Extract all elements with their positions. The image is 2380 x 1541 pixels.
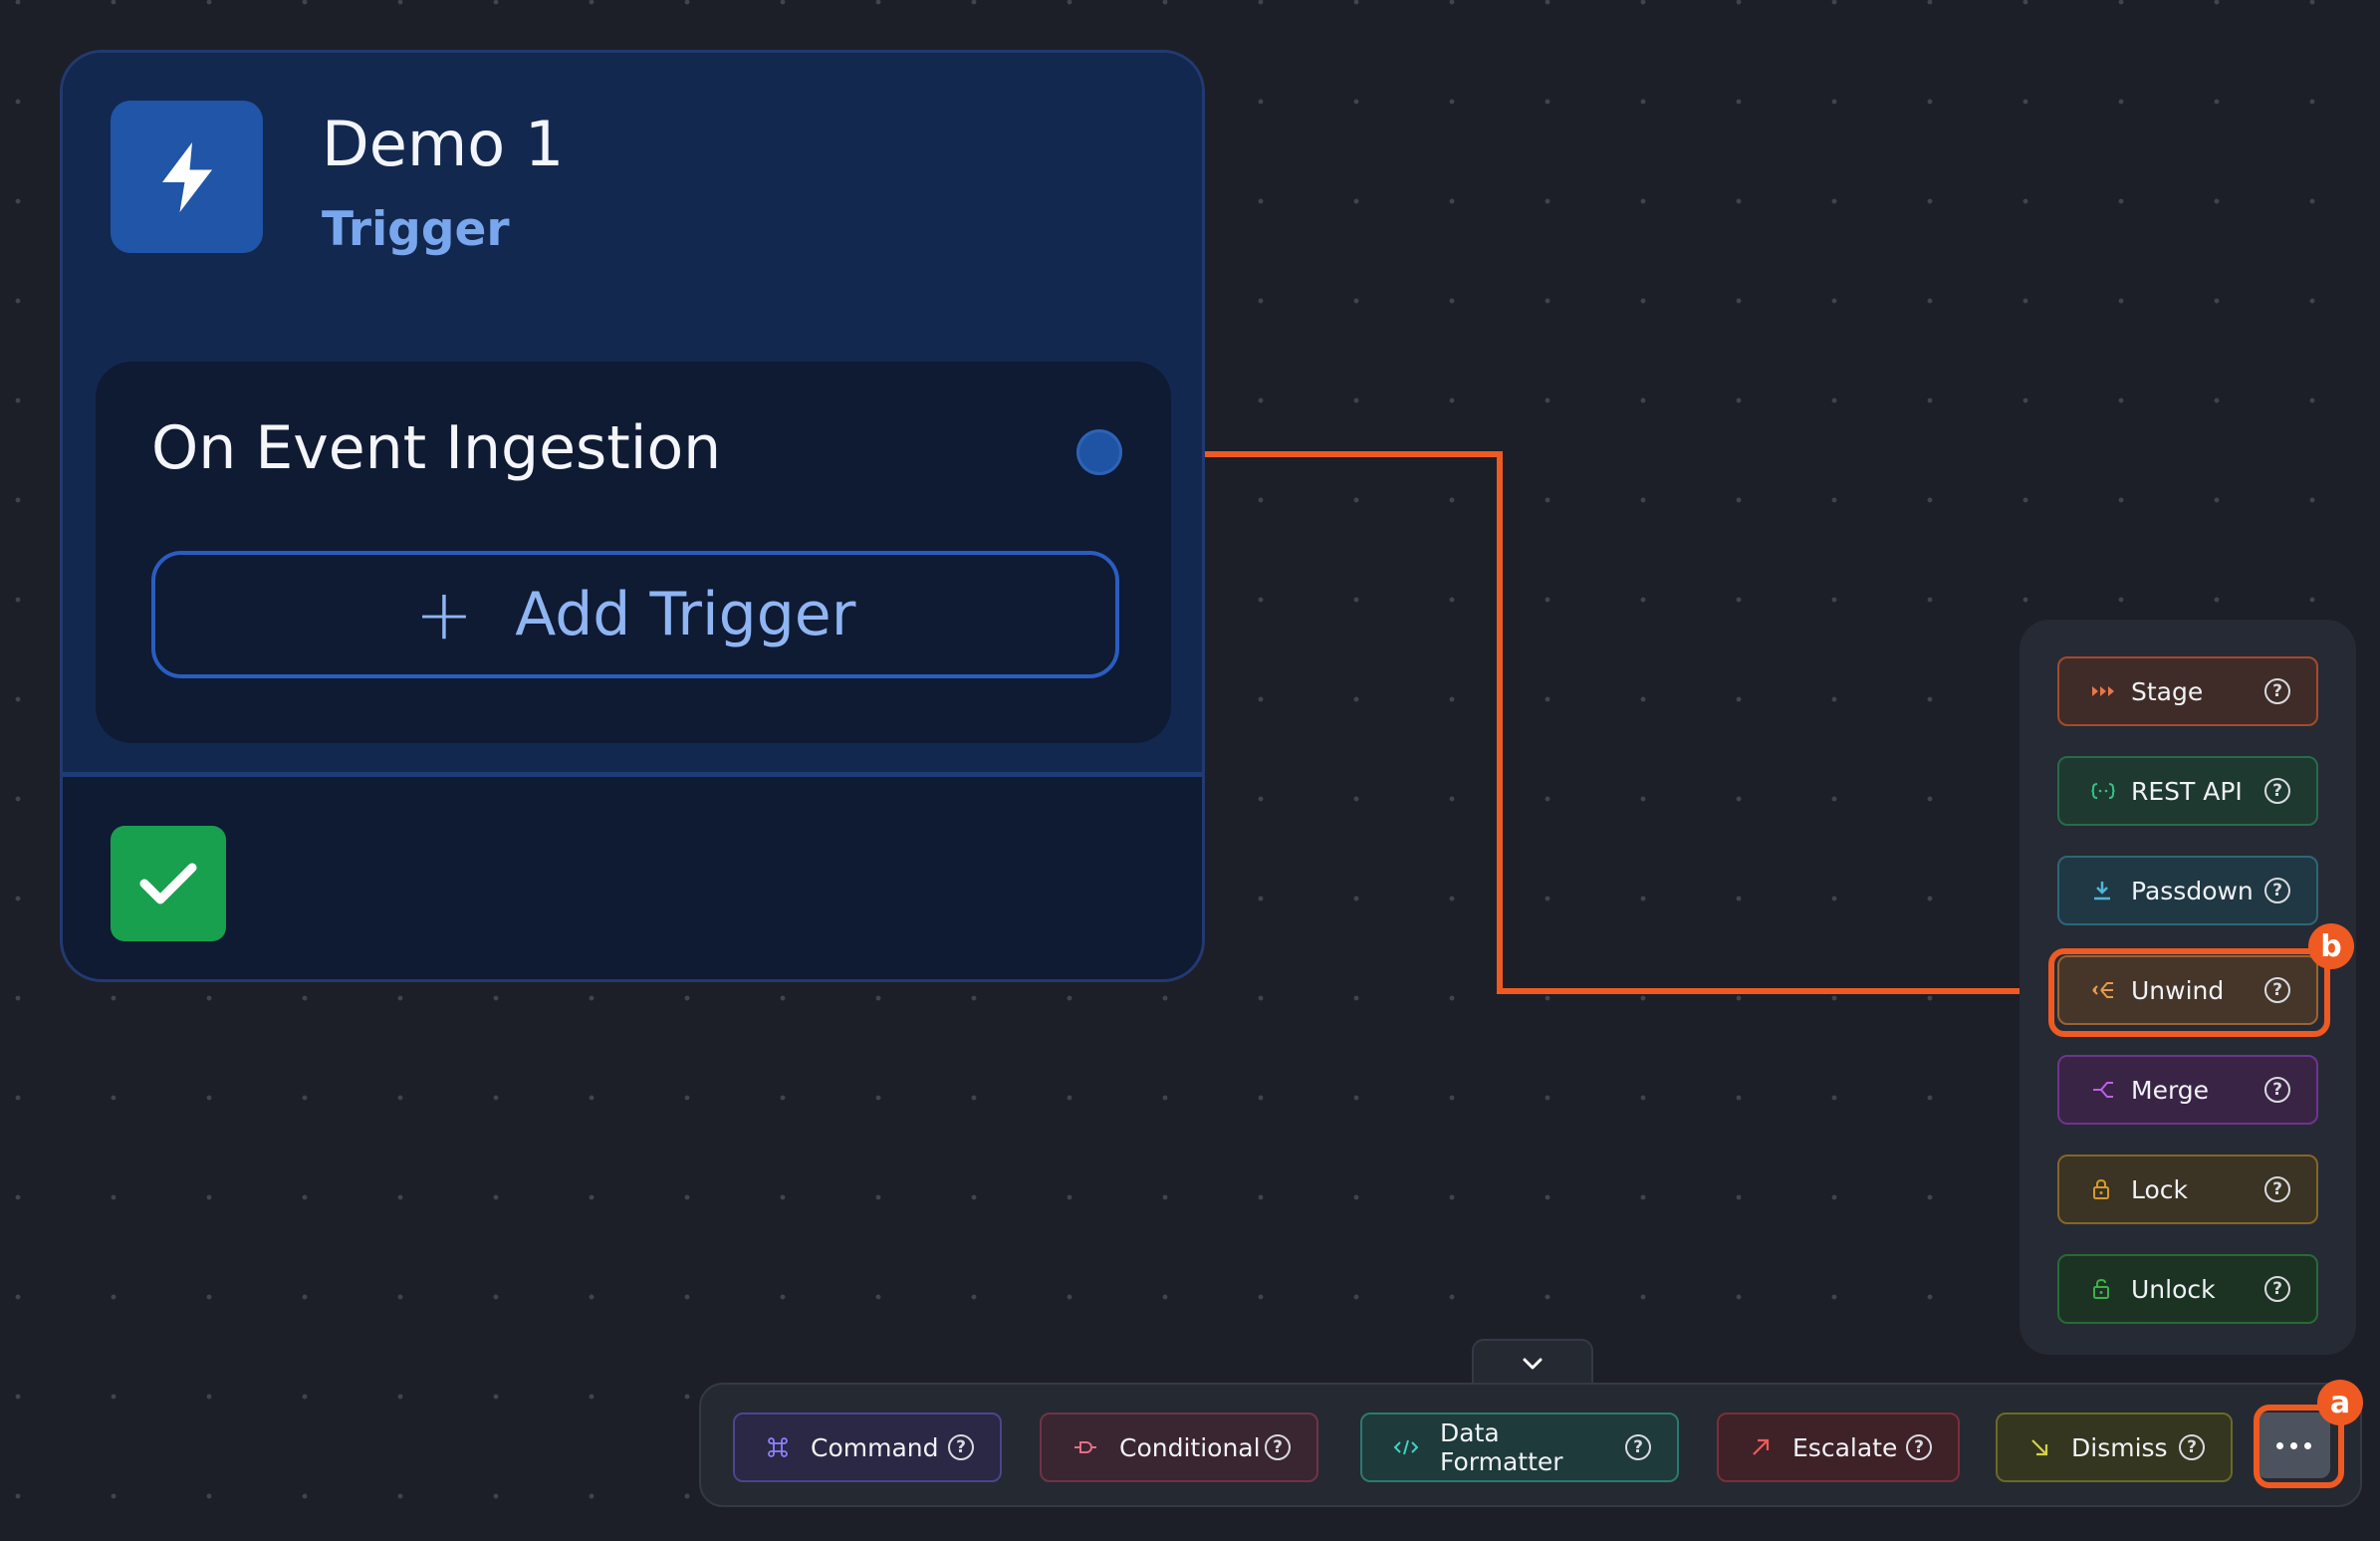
rest-api-button[interactable]: REST API ?: [2057, 756, 2318, 826]
node-title: Demo 1: [322, 108, 565, 180]
lock-icon: [2091, 1178, 2131, 1200]
help-icon[interactable]: ?: [2264, 878, 2290, 903]
merge-button[interactable]: Merge ?: [2057, 1055, 2318, 1125]
add-trigger-button[interactable]: + Add Trigger: [151, 551, 1119, 678]
node-palette-panel: Stage ? REST API ? Passdown ? Unwind ? M…: [2020, 620, 2356, 1355]
annotation-marker-b: b: [2308, 923, 2354, 969]
command-icon: [767, 1436, 789, 1458]
unwind-icon: [2091, 980, 2131, 1000]
data-formatter-button[interactable]: Data Formatter ?: [1360, 1413, 1679, 1482]
more-button-highlight: [2254, 1405, 2344, 1488]
trigger-panel: On Event Ingestion + Add Trigger: [96, 362, 1171, 743]
unlock-label: Unlock: [2131, 1274, 2216, 1304]
unwind-button[interactable]: Unwind ?: [2057, 955, 2318, 1025]
merge-icon: [2091, 1080, 2131, 1100]
trigger-event-label: On Event Ingestion: [151, 413, 722, 483]
arrow-down-right-icon: [2029, 1437, 2049, 1457]
output-port-handle[interactable]: [1076, 429, 1122, 475]
lightning-bolt-icon: [111, 101, 263, 253]
stage-button[interactable]: Stage ?: [2057, 656, 2318, 726]
unlock-icon: [2091, 1278, 2131, 1300]
unwind-highlight: [2048, 948, 2330, 1037]
help-icon[interactable]: ?: [2179, 1434, 2205, 1460]
unlock-button[interactable]: Unlock ?: [2057, 1254, 2318, 1324]
checkmark-icon: [111, 826, 226, 941]
command-label: Command: [811, 1432, 939, 1462]
stage-icon: [2091, 684, 2131, 698]
add-trigger-label: Add Trigger: [515, 580, 856, 649]
help-icon[interactable]: ?: [948, 1434, 974, 1460]
conditional-icon: [1073, 1439, 1097, 1455]
help-icon[interactable]: ?: [1265, 1434, 1291, 1460]
annotation-marker-a: a: [2317, 1380, 2363, 1425]
help-icon[interactable]: ?: [2264, 1176, 2290, 1202]
merge-label: Merge: [2131, 1075, 2210, 1105]
unwind-label: Unwind: [2131, 975, 2225, 1005]
conditional-label: Conditional: [1119, 1432, 1261, 1462]
rest-api-label: REST API: [2131, 776, 2243, 806]
download-icon: [2091, 880, 2131, 901]
chevron-down-icon: [1523, 1358, 1543, 1370]
dismiss-label: Dismiss: [2071, 1432, 2168, 1462]
lock-button[interactable]: Lock ?: [2057, 1155, 2318, 1224]
help-icon[interactable]: ?: [2264, 1077, 2290, 1103]
code-icon: [1394, 1438, 1418, 1456]
help-icon[interactable]: ?: [2264, 778, 2290, 804]
ellipsis-icon[interactable]: [2257, 1413, 2330, 1478]
help-icon[interactable]: ?: [2264, 678, 2290, 704]
rest-api-icon: [2091, 783, 2131, 799]
command-button[interactable]: Command ?: [733, 1413, 1002, 1482]
help-icon[interactable]: ?: [1625, 1434, 1651, 1460]
help-icon[interactable]: ?: [2264, 977, 2290, 1003]
stage-label: Stage: [2131, 676, 2204, 706]
bottom-toolbar: Command ? Conditional ? Data Formatter ?…: [699, 1383, 2362, 1507]
node-divider: [63, 772, 1202, 777]
plus-icon: +: [414, 574, 474, 655]
dismiss-button[interactable]: Dismiss ?: [1996, 1413, 2233, 1482]
data-formatter-label: Data Formatter: [1440, 1418, 1563, 1476]
help-icon[interactable]: ?: [2264, 1276, 2290, 1302]
passdown-label: Passdown: [2131, 876, 2254, 905]
lock-label: Lock: [2131, 1174, 2189, 1204]
passdown-button[interactable]: Passdown ?: [2057, 856, 2318, 925]
toolbar-collapse-button[interactable]: [1472, 1339, 1593, 1387]
node-type-label: Trigger: [322, 202, 510, 257]
arrow-up-right-icon: [1751, 1437, 1771, 1457]
conditional-button[interactable]: Conditional ?: [1040, 1413, 1318, 1482]
trigger-node-card[interactable]: Demo 1 Trigger On Event Ingestion + Add …: [60, 50, 1205, 982]
escalate-button[interactable]: Escalate ?: [1717, 1413, 1960, 1482]
escalate-label: Escalate: [1792, 1432, 1898, 1462]
help-icon[interactable]: ?: [1906, 1434, 1932, 1460]
